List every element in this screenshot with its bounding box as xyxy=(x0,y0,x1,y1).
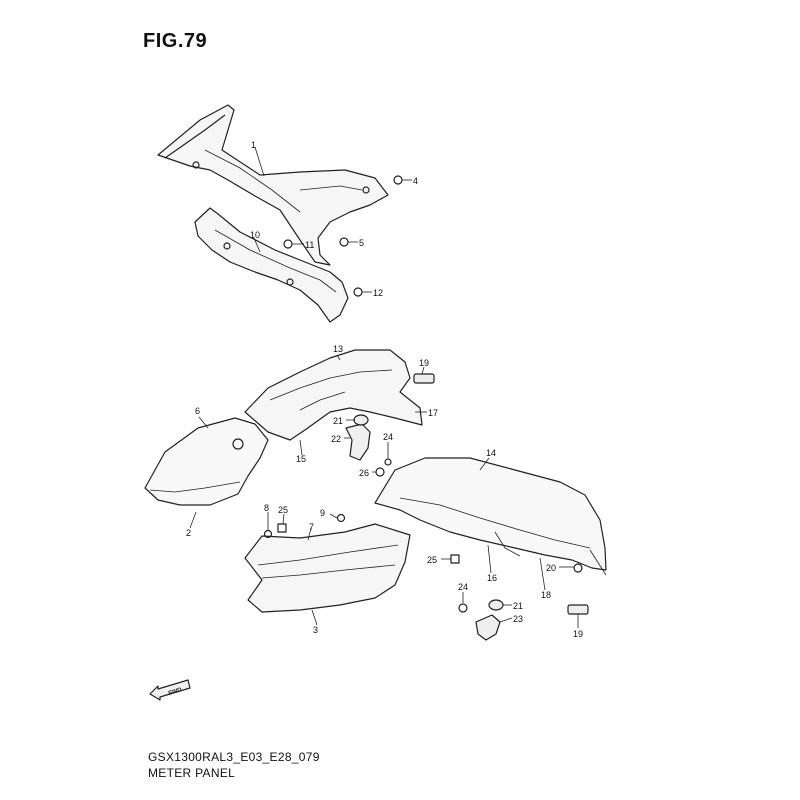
callout-5: 5 xyxy=(359,238,364,248)
callout-1: 1 xyxy=(251,140,256,150)
callout-26: 26 xyxy=(359,468,369,478)
callout-9: 9 xyxy=(320,508,325,518)
callout-19b: 19 xyxy=(573,629,583,639)
part-left-panel xyxy=(144,417,269,506)
part-screw-5 xyxy=(339,237,349,247)
callout-14: 14 xyxy=(486,448,496,458)
callout-25: 25 xyxy=(278,505,288,515)
part-screw-8 xyxy=(263,529,273,539)
callout-4: 4 xyxy=(413,176,418,186)
part-bracket-22 xyxy=(345,423,371,461)
callout-13: 13 xyxy=(333,344,343,354)
model-code: GSX1300RAL3_E03_E28_079 xyxy=(148,750,320,764)
callout-3: 3 xyxy=(313,625,318,635)
callout-23: 23 xyxy=(513,614,523,624)
part-screw-24 xyxy=(384,458,392,466)
callout-24b: 24 xyxy=(458,582,468,592)
callout-25b: 25 xyxy=(427,555,437,565)
callout-20: 20 xyxy=(546,563,556,573)
part-bracket-23 xyxy=(475,614,501,641)
callout-10: 10 xyxy=(250,230,260,240)
callout-17: 17 xyxy=(428,408,438,418)
callout-6: 6 xyxy=(195,406,200,416)
part-screw-20 xyxy=(573,563,583,573)
part-rubber-19b xyxy=(567,604,589,615)
callout-24: 24 xyxy=(383,432,393,442)
callout-21: 21 xyxy=(333,416,343,426)
part-screw-9 xyxy=(336,513,346,523)
part-lower-frame xyxy=(244,349,423,441)
callout-16: 16 xyxy=(487,573,497,583)
part-nut-21 xyxy=(353,414,369,426)
callout-21b: 21 xyxy=(513,601,523,611)
part-screw-26 xyxy=(375,467,385,477)
part-upper-cover xyxy=(157,104,389,266)
callout-19: 19 xyxy=(419,358,429,368)
callout-15: 15 xyxy=(296,454,306,464)
part-screw-12 xyxy=(353,287,363,297)
part-right-panel xyxy=(374,457,607,571)
part-clip-25 xyxy=(277,523,287,533)
callout-7: 7 xyxy=(309,522,314,532)
fwd-arrow xyxy=(149,679,191,701)
callout-12: 12 xyxy=(373,288,383,298)
part-lower-trim xyxy=(244,523,411,613)
callout-2: 2 xyxy=(186,528,191,538)
part-clip-25b xyxy=(450,554,460,564)
part-rubber-19 xyxy=(413,373,435,384)
assembly-name: METER PANEL xyxy=(148,766,236,780)
callout-22: 22 xyxy=(331,434,341,444)
fwd-label: FWD xyxy=(168,687,183,697)
part-inner-bracket xyxy=(194,207,349,323)
callout-8: 8 xyxy=(264,503,269,513)
callout-11: 11 xyxy=(305,240,314,250)
callout-18: 18 xyxy=(541,590,551,600)
part-screw-11 xyxy=(283,239,293,249)
figure-title: FIG.79 xyxy=(143,30,208,52)
part-screw-4 xyxy=(393,175,403,185)
part-nut-21b xyxy=(488,599,504,611)
part-screw-24b xyxy=(458,603,468,613)
